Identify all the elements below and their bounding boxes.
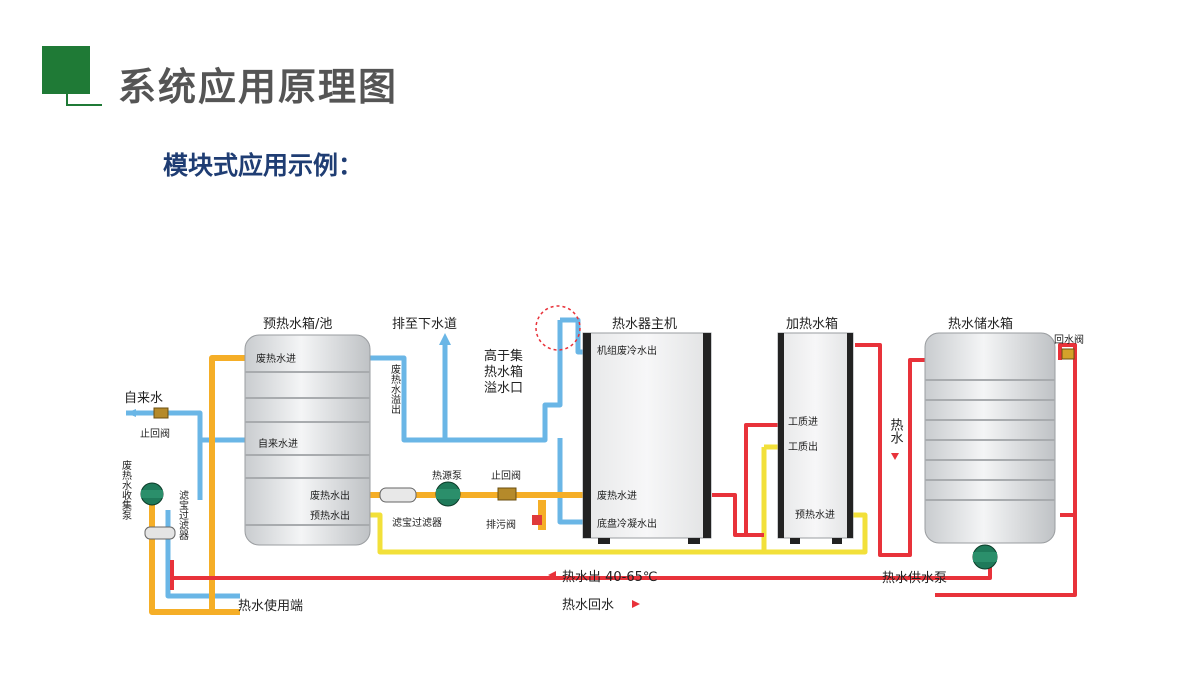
preheat-waste-out-label: 废热水出 [310, 489, 350, 502]
supply-pump-icon [972, 544, 998, 570]
overflow-note-1: 高于集 [484, 348, 523, 364]
heat-source-pump-icon [435, 481, 461, 507]
heating-preheat-in-label: 预热水进 [795, 508, 835, 521]
check-valve-left-icon [153, 407, 169, 419]
drain-valve-label: 排污阀 [486, 518, 516, 531]
logo-outline [66, 68, 102, 106]
storage-tank [924, 332, 1056, 544]
preheat-out-label: 预热水出 [310, 509, 350, 522]
heating-medium-out-label: 工质出 [788, 440, 818, 453]
filter-icon [379, 487, 417, 503]
hot-out-label: 热水出 40-65℃ [562, 570, 658, 585]
left-filter-icon [144, 526, 176, 540]
storage-tank-title: 热水储水箱 [948, 316, 1013, 332]
main-unit-out-top-label: 机组废冷水出 [597, 344, 657, 357]
main-unit-title: 热水器主机 [612, 317, 677, 332]
hot-water-vertical-label: 热水 [888, 418, 904, 444]
heat-source-pump-label: 热源泵 [432, 469, 462, 482]
heating-medium-in-label: 工质进 [788, 416, 818, 428]
check-valve-left-label: 止回阀 [140, 427, 170, 440]
supply-pump-label: 热水供水泵 [882, 571, 947, 586]
main-unit-waste-in-label: 废热水进 [597, 489, 637, 502]
heating-tank-title: 加热水箱 [786, 316, 838, 332]
tap-water-label: 自来水 [124, 391, 163, 406]
preheat-tank [244, 334, 371, 546]
filter-vertical-label: 滤宝过滤器 [177, 489, 189, 541]
return-valve-label: 回水阀 [1054, 333, 1084, 346]
overflow-note-2: 热水箱 [484, 364, 523, 380]
overflow-highlight [535, 305, 581, 351]
return-valve-icon [1061, 348, 1075, 360]
overflow-note-3: 溢水口 [484, 381, 523, 396]
overflow-pipe-label: 废热水溢出 [389, 363, 401, 414]
check-valve-mid-label: 止回阀 [491, 469, 521, 482]
flow-arrows [126, 409, 899, 608]
drain-label: 排至下水道 [392, 317, 457, 332]
drain-valve-icon [532, 500, 546, 530]
waste-collect-pump-icon [140, 482, 164, 506]
use-end-label: 热水使用端 [238, 598, 303, 614]
drain-arrow [439, 333, 451, 345]
filter-label: 滤宝过滤器 [392, 516, 442, 529]
check-valve-mid-icon [497, 487, 517, 501]
main-unit-pan-out-label: 底盘冷凝水出 [597, 517, 657, 530]
preheat-waste-in-label: 废热水进 [256, 352, 296, 365]
waste-collect-pump-label: 废热水收集泵 [120, 459, 132, 520]
hot-return-label: 热水回水 [562, 598, 614, 613]
heating-tank [777, 332, 854, 544]
preheat-tap-in-label: 自来水进 [258, 437, 298, 450]
preheat-tank-title: 预热水箱/池 [263, 316, 332, 332]
page-title: 系统应用原理图 [118, 65, 399, 109]
warm-pipes [149, 355, 590, 615]
hot-pipes [170, 343, 1077, 597]
section-title: 模块式应用示例： [163, 151, 364, 180]
main-unit [582, 332, 712, 544]
